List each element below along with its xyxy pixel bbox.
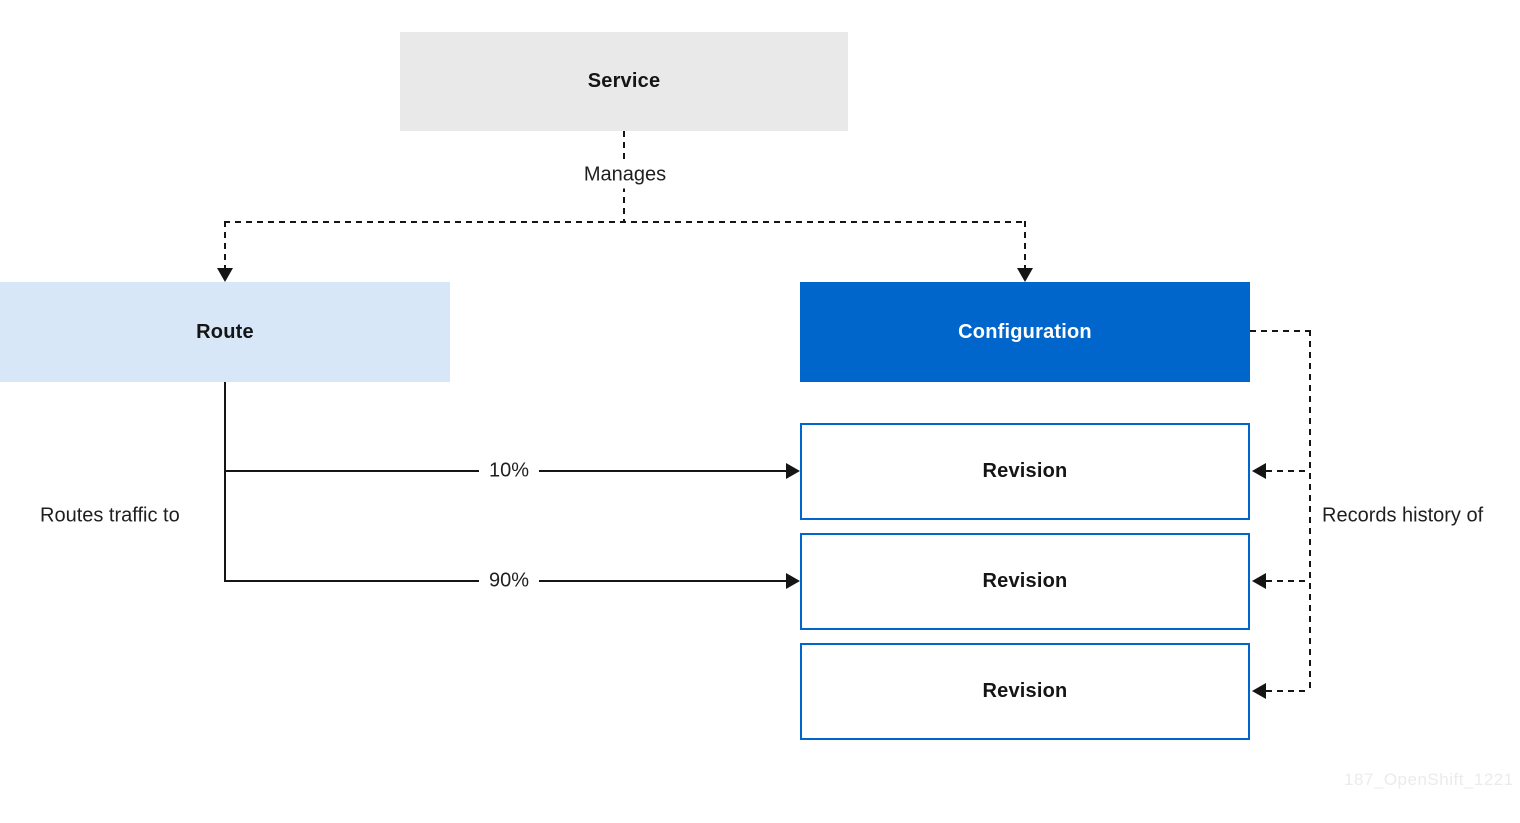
arrowhead-left-revision-2-icon: [1252, 573, 1266, 589]
traffic-split-10-label: 10%: [478, 457, 540, 485]
manages-drop-configuration-line: [1024, 221, 1026, 268]
revision-node-2-label: Revision: [982, 570, 1068, 592]
service-node: Service: [400, 32, 848, 131]
arrowhead-right-revision-2-icon: [786, 573, 800, 589]
arrowhead-left-revision-3-icon: [1252, 683, 1266, 699]
revision-node-1: Revision: [800, 423, 1250, 520]
route-traffic-trunk-line: [224, 382, 226, 582]
arrowhead-left-revision-1-icon: [1252, 463, 1266, 479]
manages-branch-line: [224, 221, 1026, 223]
watermark-text: 187_OpenShift_1221: [1344, 770, 1514, 789]
configuration-node: Configuration: [800, 282, 1250, 382]
service-node-label: Service: [587, 70, 661, 92]
revision-node-3: Revision: [800, 643, 1250, 740]
arrowhead-right-revision-1-icon: [786, 463, 800, 479]
revision-node-3-label: Revision: [982, 680, 1068, 702]
configuration-node-label: Configuration: [958, 320, 1092, 343]
routes-traffic-to-label: Routes traffic to: [40, 504, 180, 527]
route-node-label: Route: [196, 320, 254, 343]
records-history-branch-3-line: [1266, 690, 1310, 692]
manages-edge-label: Manages: [573, 161, 677, 189]
records-history-trunk-line: [1309, 330, 1311, 692]
arrowhead-down-configuration-icon: [1017, 268, 1033, 282]
arrowhead-down-route-icon: [217, 268, 233, 282]
traffic-split-90-label: 90%: [478, 567, 540, 595]
records-history-elbow-line: [1250, 330, 1311, 332]
revision-node-2: Revision: [800, 533, 1250, 630]
manages-drop-route-line: [224, 221, 226, 268]
records-history-branch-2-line: [1266, 580, 1310, 582]
revision-node-1-label: Revision: [982, 460, 1068, 482]
records-history-of-label: Records history of: [1322, 504, 1484, 527]
route-node: Route: [0, 282, 450, 382]
records-history-branch-1-line: [1266, 470, 1310, 472]
